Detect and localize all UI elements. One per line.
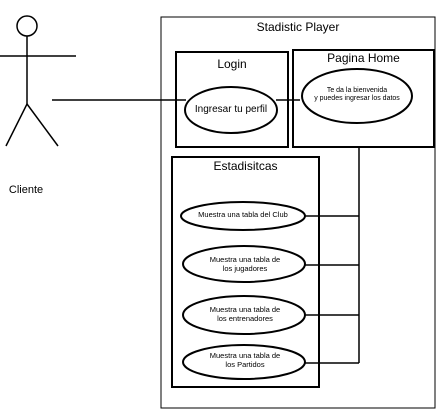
use-case-bienvenida-label: Te da la bienvenida y puedes ingresar lo…	[302, 87, 412, 103]
package-login-title: Login	[217, 57, 247, 71]
actor-figure	[0, 15, 76, 147]
use-case-bienvenida	[301, 68, 413, 124]
package-stats	[171, 156, 320, 388]
use-case-tabla-jugadores-line2: los jugadores	[222, 263, 268, 273]
use-case-bienvenida-line1: Te da la bienvenida	[326, 87, 388, 94]
use-case-tabla-entrenadores-line1: Muestra una tabla de	[209, 305, 281, 314]
package-home-title: Pagina Home	[327, 51, 400, 65]
actor-name: Cliente	[8, 184, 44, 196]
use-case-tabla-club-label: Muestra una tabla del Club	[198, 210, 288, 219]
system-boundary	[160, 16, 436, 409]
use-case-tabla-partidos-label: Muestra una tabla de los Partidos	[184, 351, 306, 369]
actor-head	[16, 15, 38, 37]
use-case-tabla-partidos-line1: Muestra una tabla de	[209, 351, 281, 360]
use-cases	[180, 68, 413, 380]
use-case-tabla-club	[180, 201, 306, 231]
use-case-bienvenida-line2: y puedes ingresar los datos	[314, 95, 400, 103]
associations	[52, 99, 360, 364]
use-case-tabla-partidos-line2: los Partidos	[225, 359, 265, 369]
use-case-ingresar-perfil-label: Ingresar tu perfil	[194, 104, 268, 115]
use-case-tabla-partidos	[182, 344, 306, 380]
package-home	[292, 49, 435, 148]
use-case-tabla-entrenadores	[182, 295, 306, 335]
use-case-tabla-jugadores	[182, 245, 306, 283]
system-title: Stadistic Player	[256, 20, 340, 34]
use-case-ingresar-perfil	[184, 86, 278, 134]
actor-left-leg	[5, 103, 28, 147]
use-case-tabla-jugadores-label: Muestra una tabla de los jugadores	[184, 255, 306, 273]
use-case-tabla-entrenadores-label: Muestra una tabla de los entrenadores	[184, 305, 306, 323]
package-stats-title: Estadisitcas	[213, 159, 278, 173]
use-case-tabla-entrenadores-line2: los entrenadores	[217, 313, 273, 323]
actor-right-leg	[26, 103, 59, 147]
use-case-tabla-jugadores-line1: Muestra una tabla de	[209, 255, 281, 264]
